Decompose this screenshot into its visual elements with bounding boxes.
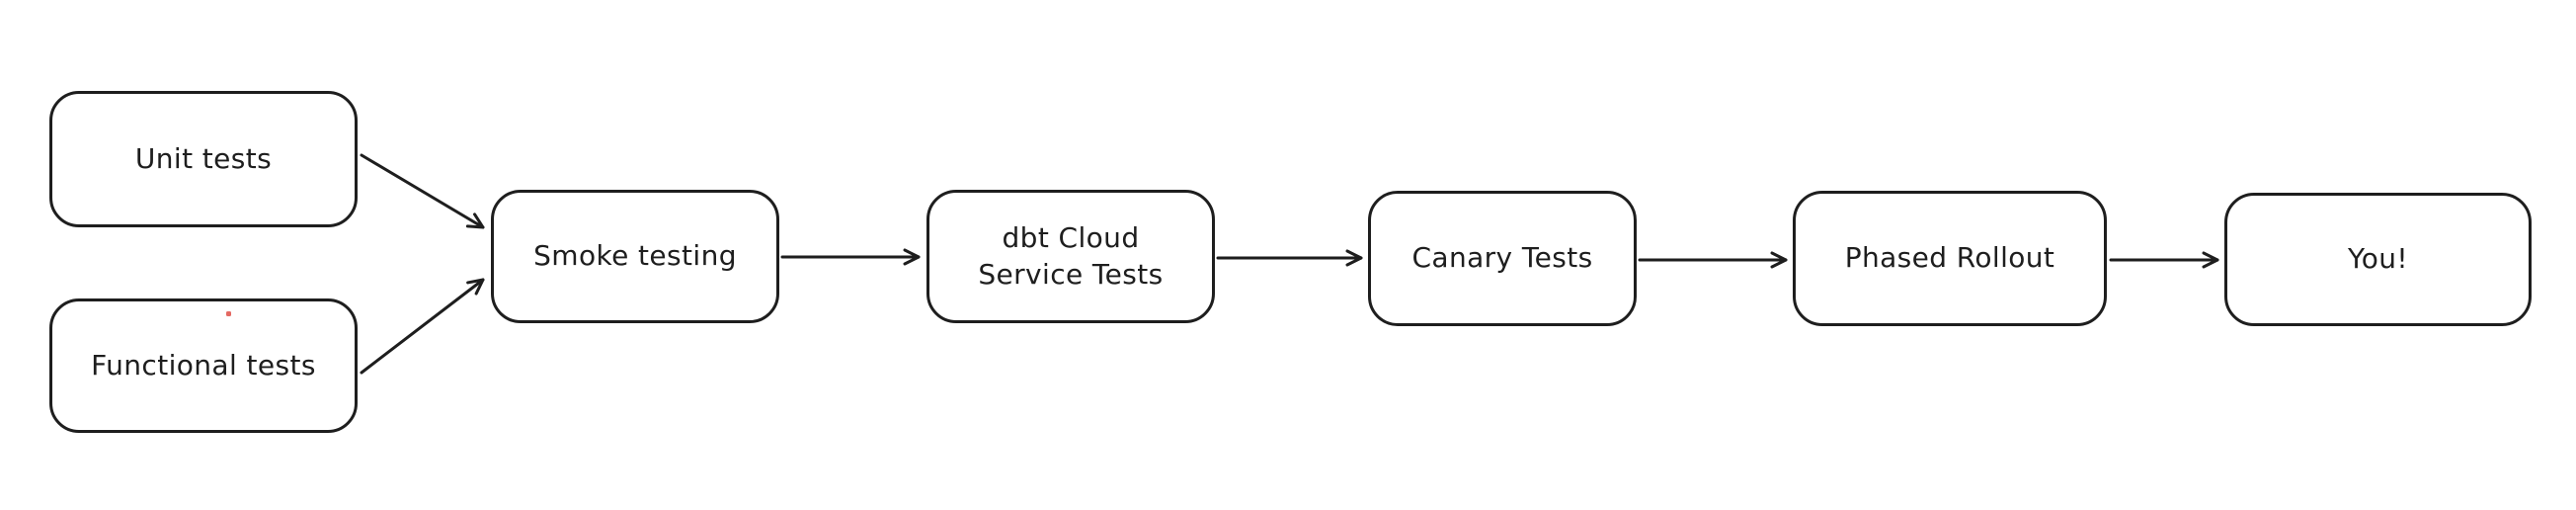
node-functional-tests-label: Functional tests <box>91 348 316 382</box>
node-phased-rollout-label: Phased Rollout <box>1844 241 2055 275</box>
node-dbt-cloud-service-tests-label: dbt Cloud Service Tests <box>978 220 1164 291</box>
node-dbt-cloud-service-tests: dbt Cloud Service Tests <box>926 190 1215 323</box>
red-artifact-dot <box>226 311 231 316</box>
node-phased-rollout: Phased Rollout <box>1793 191 2107 326</box>
arrow-functional-tests-to-smoke-testing <box>360 278 485 375</box>
node-canary-tests-label: Canary Tests <box>1411 241 1593 275</box>
node-unit-tests: Unit tests <box>49 91 358 227</box>
node-you: You! <box>2224 193 2532 326</box>
node-smoke-testing-label: Smoke testing <box>533 239 737 273</box>
node-you-label: You! <box>2347 242 2409 276</box>
node-smoke-testing: Smoke testing <box>491 190 779 323</box>
arrow-unit-tests-to-smoke-testing <box>360 153 485 229</box>
node-functional-tests: Functional tests <box>49 298 358 433</box>
node-canary-tests: Canary Tests <box>1368 191 1637 326</box>
node-unit-tests-label: Unit tests <box>134 141 273 175</box>
